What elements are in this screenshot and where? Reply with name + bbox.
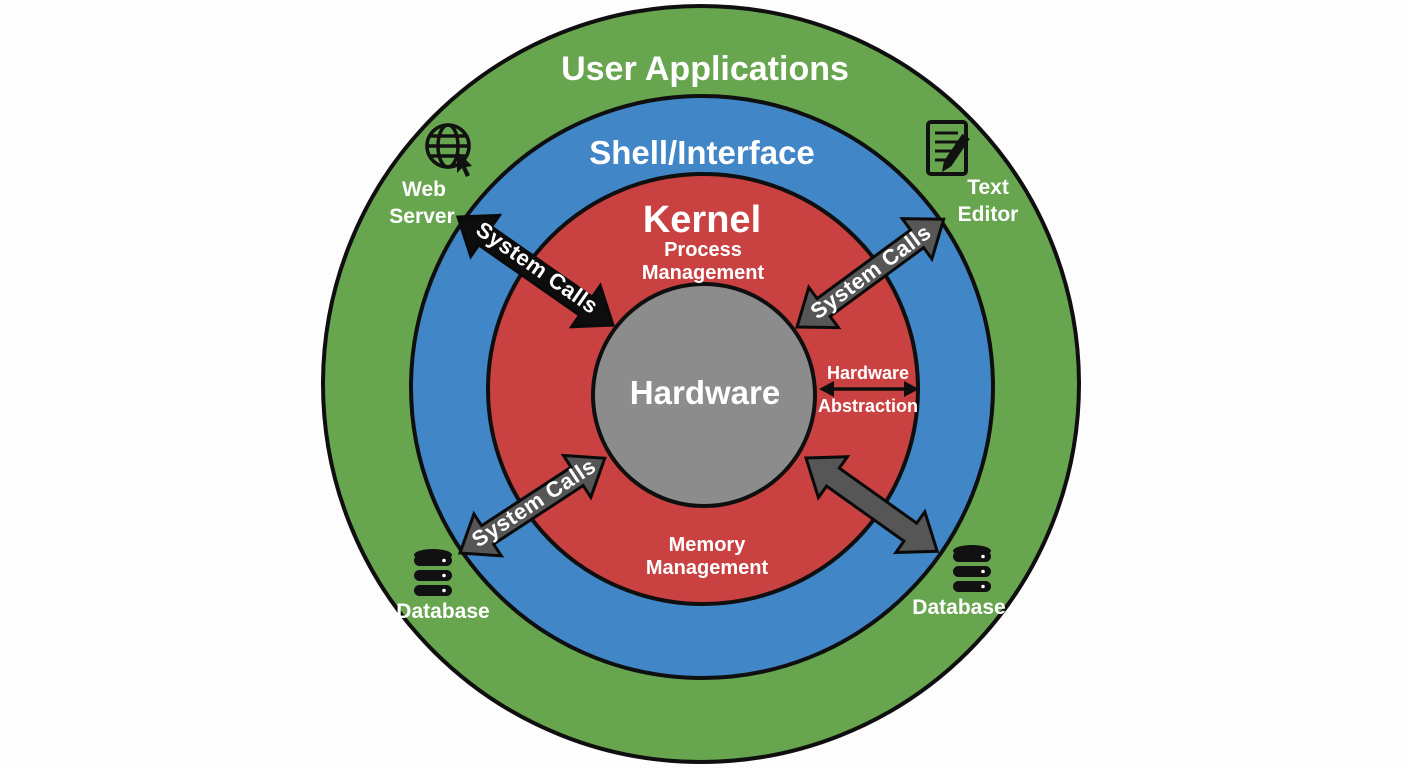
database-icon-right bbox=[953, 545, 991, 592]
hardware-abstraction-label-line1: Hardware bbox=[827, 363, 909, 383]
web-server-label-line1: Web bbox=[402, 178, 446, 201]
hardware-abstraction-label-line2: Abstraction bbox=[818, 396, 918, 416]
system-calls-arrow-bottom-left bbox=[457, 453, 607, 558]
hardware-link-arrow-bottom-right-shape bbox=[803, 455, 940, 555]
pencil-shape bbox=[942, 133, 970, 172]
document-pencil-icon bbox=[926, 120, 970, 176]
memory-management-label-line2: Management bbox=[646, 557, 769, 579]
shell-interface-label: Shell/Interface bbox=[589, 134, 815, 171]
user-applications-label: User Applications bbox=[561, 50, 849, 88]
hardware-label: Hardware bbox=[630, 374, 780, 411]
hardware-abstraction-arrowhead-right bbox=[904, 381, 919, 397]
system-calls-arrow-top-left-shape bbox=[455, 213, 616, 329]
hardware-link-arrow-bottom-right bbox=[803, 455, 940, 555]
database-icon-left bbox=[414, 549, 452, 596]
memory-management-label-line1: Memory bbox=[669, 534, 747, 556]
database-left-label: Database bbox=[396, 600, 489, 623]
text-editor-label-line2: Editor bbox=[958, 203, 1019, 226]
hardware-abstraction-arrow bbox=[819, 381, 919, 397]
hardware-core-circle bbox=[591, 282, 817, 508]
system-calls-arrow-bottom-left-shape bbox=[457, 453, 607, 558]
system-calls-arrow-top-right-shape bbox=[794, 217, 946, 330]
cursor-pointer-shape bbox=[457, 151, 472, 177]
web-server-label-line2: Server bbox=[389, 205, 454, 228]
system-calls-arrow-top-left bbox=[455, 213, 616, 329]
hardware-abstraction-arrowhead-left bbox=[819, 381, 834, 397]
process-management-label-line2: Management bbox=[642, 262, 765, 284]
database-right-label: Database bbox=[912, 596, 1005, 619]
text-editor-label-line1: Text bbox=[967, 176, 1009, 199]
process-management-label-line1: Process bbox=[664, 239, 742, 261]
system-calls-arrow-top-right bbox=[794, 217, 946, 330]
globe-cursor-icon bbox=[425, 123, 472, 177]
kernel-label: Kernel bbox=[643, 199, 761, 241]
